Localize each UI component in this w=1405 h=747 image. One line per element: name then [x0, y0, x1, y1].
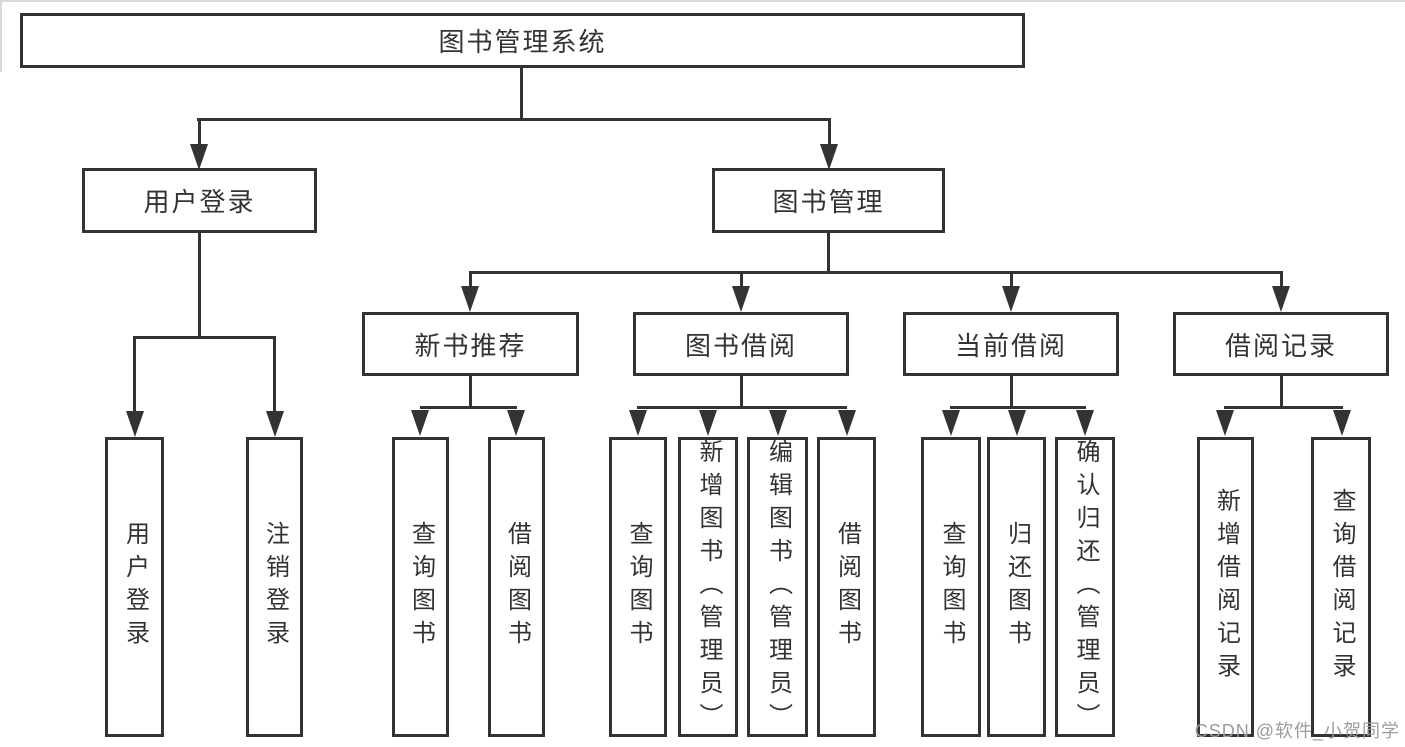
- connector-current-borrow-rail: [950, 406, 1086, 409]
- leaf-bb-query-books-label: 查询图书: [625, 521, 652, 653]
- csdn-watermark: CSDN @软件_小贺同学: [1194, 721, 1400, 741]
- arrowhead-cb-query: [942, 410, 960, 436]
- leaf-br-add-record-label: 新增借阅记录: [1212, 488, 1240, 686]
- leaf-user-login: 用户登录: [105, 437, 164, 737]
- leaf-bb-query-books: 查询图书: [609, 437, 667, 737]
- node-root-label: 图书管理系统: [438, 27, 607, 57]
- connector-drop-book-borrow: [740, 271, 743, 289]
- leaf-cb-return-books-label: 归还图书: [1003, 521, 1031, 653]
- leaf-br-query-record-label: 查询借阅记录: [1328, 488, 1355, 686]
- node-book-borrow: 图书借阅: [633, 312, 849, 376]
- connector-user-login-rail: [133, 336, 276, 339]
- arrowhead-bb-add: [699, 410, 717, 436]
- node-current-borrow: 当前借阅: [903, 312, 1119, 376]
- leaf-cb-confirm-return: 确认归还（管理员）: [1055, 437, 1115, 737]
- leaf-nb-borrow-books-label: 借阅图书: [503, 521, 531, 653]
- connector-new-books-stem: [469, 376, 472, 408]
- leaf-bb-edit-books-label: 编辑图书（管理员）: [764, 438, 792, 736]
- leaf-cb-confirm-return-label: 确认归还（管理员）: [1072, 438, 1099, 736]
- connector-drop-new-books: [469, 271, 472, 289]
- node-current-borrow-label: 当前借阅: [954, 330, 1067, 361]
- connector-new-books-rail: [420, 406, 517, 409]
- leaf-bb-borrow-books: 借阅图书: [817, 437, 876, 737]
- node-borrow-records: 借阅记录: [1173, 312, 1389, 376]
- arrowhead-book-borrow: [732, 286, 750, 312]
- leaf-bb-borrow-books-label: 借阅图书: [833, 521, 861, 653]
- leaf-bb-add-books-label: 新增图书（管理员）: [695, 438, 722, 736]
- arrowhead-login-leaf: [126, 411, 144, 437]
- connector-borrow-records-rail: [1224, 406, 1343, 409]
- connector-book-borrow-rail: [637, 406, 847, 409]
- leaf-cb-query-books: 查询图书: [921, 437, 981, 737]
- leaf-nb-query-books-label: 查询图书: [407, 521, 435, 653]
- arrowhead-bb-edit: [769, 410, 787, 436]
- top-edge-strip: [0, 0, 1405, 2]
- connector-root-stem: [520, 68, 523, 120]
- arrowhead-br-add: [1216, 410, 1234, 436]
- leaf-cb-return-books: 归还图书: [987, 437, 1046, 737]
- connector-drop-book-mgmt: [828, 118, 831, 146]
- arrowhead-nb-query: [411, 410, 429, 436]
- connector-borrow-records-stem: [1280, 376, 1283, 408]
- connector-drop-login-leaf: [133, 336, 136, 414]
- arrowhead-br-query: [1333, 410, 1351, 436]
- leaf-br-query-record: 查询借阅记录: [1311, 437, 1371, 737]
- arrowhead-bb-borrow: [838, 410, 856, 436]
- leaf-cb-query-books-label: 查询图书: [938, 521, 965, 653]
- leaf-user-login-label: 用户登录: [121, 521, 149, 653]
- leaf-logout-label: 注销登录: [261, 521, 289, 653]
- arrowhead-logout-leaf: [266, 411, 284, 437]
- leaf-bb-add-books: 新增图书（管理员）: [678, 437, 738, 737]
- arrowhead-cb-return: [1008, 410, 1026, 436]
- arrowhead-new-books: [461, 286, 479, 312]
- leaf-bb-edit-books: 编辑图书（管理员）: [747, 437, 808, 737]
- leaf-br-add-record: 新增借阅记录: [1197, 437, 1254, 737]
- arrowhead-cb-confirm: [1076, 410, 1094, 436]
- node-new-books: 新书推荐: [362, 312, 579, 376]
- connector-root-rail: [197, 118, 831, 121]
- connector-drop-current-borrow: [1010, 271, 1013, 289]
- arrowhead-user-login: [190, 144, 208, 170]
- node-book-mgmt-label: 图书管理: [772, 187, 885, 217]
- node-user-login-label: 用户登录: [143, 187, 256, 217]
- arrowhead-current-borrow: [1002, 286, 1020, 312]
- node-user-login: 用户登录: [82, 168, 317, 233]
- arrowhead-bb-query: [629, 410, 647, 436]
- left-edge-strip: [0, 0, 2, 72]
- connector-drop-user-login: [198, 118, 201, 146]
- leaf-logout: 注销登录: [246, 437, 303, 737]
- leaf-nb-query-books: 查询图书: [392, 437, 449, 737]
- connector-drop-logout-leaf: [273, 336, 276, 414]
- connector-book-mgmt-rail: [469, 271, 1282, 274]
- connector-book-borrow-stem: [740, 376, 743, 408]
- node-book-borrow-label: 图书借阅: [684, 330, 797, 361]
- leaf-nb-borrow-books: 借阅图书: [488, 437, 545, 737]
- connector-user-login-stem: [198, 233, 201, 338]
- arrowhead-book-mgmt: [820, 144, 838, 170]
- node-new-books-label: 新书推荐: [414, 330, 527, 361]
- connector-drop-borrow-records: [1280, 271, 1283, 289]
- node-root: 图书管理系统: [20, 13, 1025, 68]
- node-borrow-records-label: 借阅记录: [1224, 330, 1337, 361]
- arrowhead-borrow-records: [1272, 286, 1290, 312]
- arrowhead-nb-borrow: [507, 410, 525, 436]
- connector-book-mgmt-stem: [827, 233, 830, 273]
- connector-current-borrow-stem: [1010, 376, 1013, 408]
- node-book-mgmt: 图书管理: [712, 168, 945, 233]
